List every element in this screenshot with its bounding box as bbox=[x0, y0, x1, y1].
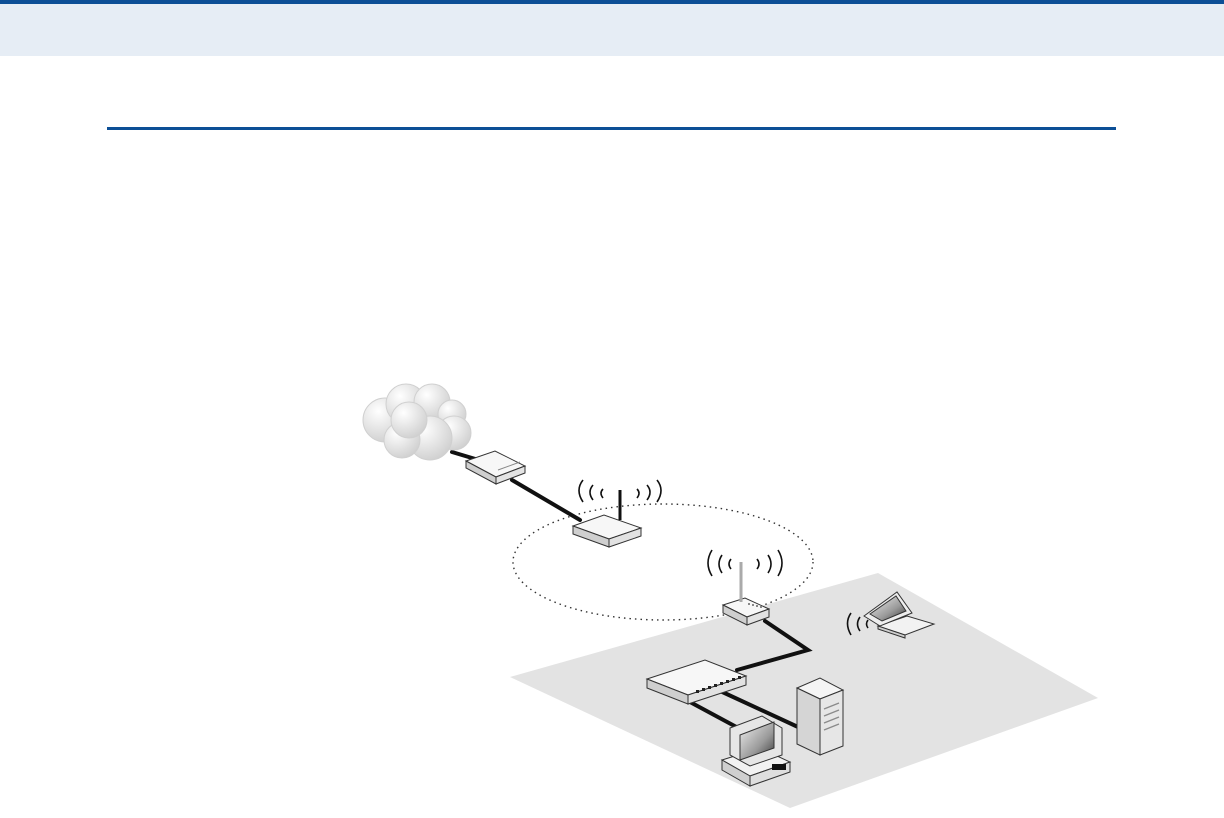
wireless-coverage-area bbox=[513, 504, 813, 620]
access-point-icon bbox=[573, 490, 641, 547]
modem-icon bbox=[466, 451, 525, 484]
cloud-icon bbox=[363, 384, 471, 460]
bridge-access-point-icon bbox=[723, 562, 769, 625]
cable-modem-ap bbox=[512, 480, 580, 520]
radio-waves-icon bbox=[708, 550, 782, 576]
server-tower-icon bbox=[797, 678, 843, 755]
